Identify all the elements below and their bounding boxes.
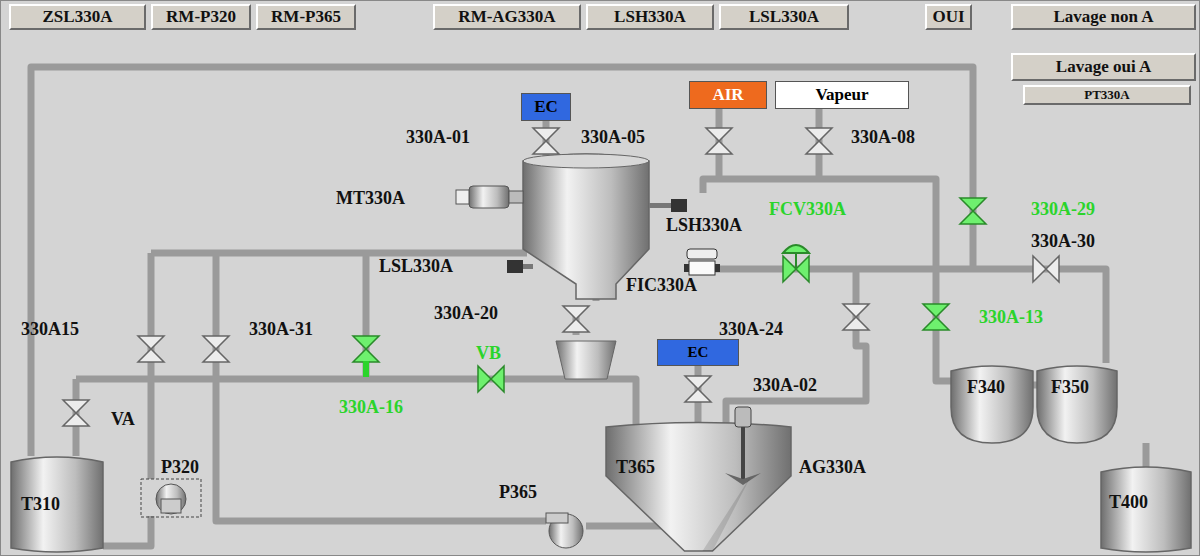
node-label: T310 <box>21 494 60 515</box>
utility-tag: AIR <box>689 81 767 109</box>
storage-tank: T310 <box>11 454 103 554</box>
filter-vessel: F350 <box>1037 363 1117 443</box>
pipe <box>31 67 1106 547</box>
status-button: ZSL330A <box>9 4 146 30</box>
tag-label: 330A-13 <box>979 307 1043 328</box>
storage-tank: T400 <box>1101 464 1191 554</box>
valve-symbol <box>1033 256 1059 282</box>
tag-label: VB <box>476 343 501 364</box>
valve-symbol <box>685 376 711 402</box>
tag-label: 330A-01 <box>406 127 470 148</box>
valve-stem <box>363 361 369 377</box>
tag-label: FIC330A <box>626 275 697 296</box>
tank-outline <box>951 363 1033 443</box>
node-label: RM-P365 <box>271 7 341 27</box>
tank-shade <box>703 427 752 551</box>
node-label: AIR <box>712 85 743 105</box>
node-label: EC <box>688 344 709 361</box>
valve-symbol <box>563 306 589 332</box>
tank-body <box>1037 366 1117 443</box>
tag-label: 330A-24 <box>719 319 783 340</box>
tank-body <box>606 423 791 552</box>
valve-symbol <box>706 128 732 154</box>
filter-vessel: F340 <box>951 363 1033 443</box>
agitator-shaft <box>741 419 745 481</box>
tag-label: P320 <box>161 457 199 478</box>
node-label: Lavage oui A <box>1056 57 1151 77</box>
flow-transmitter-symbol <box>684 249 720 275</box>
tag-label: LSH330A <box>666 215 742 236</box>
tank-body <box>1101 467 1191 552</box>
tag-label: 330A-16 <box>339 397 403 418</box>
status-button: RM-AG330A <box>433 4 581 30</box>
node-label: LSL330A <box>749 7 819 27</box>
node-label: Vapeur <box>815 85 868 105</box>
node-label: PT330A <box>1084 87 1130 103</box>
agitator-blade <box>725 473 761 485</box>
status-button: OUI <box>925 4 972 30</box>
tank-outline <box>606 421 791 551</box>
node-label: Lavage non A <box>1053 7 1153 27</box>
node-label: F340 <box>967 377 1005 398</box>
valve-symbol <box>923 304 949 330</box>
tag-label: 330A-05 <box>581 127 645 148</box>
status-button: LSL330A <box>719 4 849 30</box>
tank-outline <box>1037 363 1117 443</box>
tag-label: 330A-20 <box>434 303 498 324</box>
tag-label: 330A-30 <box>1031 231 1095 252</box>
node-label: T400 <box>1109 492 1148 513</box>
pump-symbol <box>141 479 583 548</box>
tank-body <box>951 366 1033 443</box>
tag-label: 330A15 <box>21 319 79 340</box>
agitator-motor <box>735 407 751 427</box>
node-label: F350 <box>1051 377 1089 398</box>
tag-label: 330A-29 <box>1031 199 1095 220</box>
node-label: EC <box>534 97 558 117</box>
valve-symbol <box>353 336 379 362</box>
wash-button: Lavage non A <box>1011 4 1196 30</box>
tag-label: LSL330A <box>379 256 453 277</box>
pipe-connector <box>1143 443 1150 468</box>
pressure-button: PT330A <box>1023 85 1191 105</box>
tag-label: MT330A <box>336 188 405 209</box>
utility-tag: Vapeur <box>775 81 909 109</box>
motor-symbol <box>456 186 523 208</box>
tag-label: FCV330A <box>769 199 846 220</box>
tag-label: VA <box>111 409 135 430</box>
node-label: ZSL330A <box>43 7 113 27</box>
tag-label: 330A-08 <box>851 127 915 148</box>
bucket <box>556 341 616 379</box>
vessel-lid <box>523 154 649 168</box>
status-button: RM-P320 <box>151 4 251 30</box>
valve-symbol <box>843 304 869 330</box>
node-label: LSH330A <box>614 7 686 27</box>
valve-symbol <box>533 128 559 154</box>
valve-symbol <box>478 366 504 392</box>
utility-tag: EC <box>521 93 571 121</box>
node-label: T365 <box>616 457 655 478</box>
tag-label: 330A-31 <box>249 319 313 340</box>
node-label: OUI <box>932 7 964 27</box>
node-label: RM-P320 <box>166 7 236 27</box>
valve-symbol <box>138 336 164 362</box>
tag-label: 330A-02 <box>753 375 817 396</box>
utility-tag: EC <box>657 339 739 366</box>
wash-button: Lavage oui A <box>1011 53 1196 81</box>
valve-symbol <box>203 336 229 362</box>
valve-symbol <box>806 128 832 154</box>
mixing-tank: T365 <box>606 421 791 551</box>
valve-actuator <box>783 245 809 269</box>
tag-label: AG330A <box>799 457 866 478</box>
status-button: RM-P365 <box>256 4 356 30</box>
status-button: LSH330A <box>586 4 714 30</box>
valve-symbol <box>960 198 986 224</box>
tank-body <box>11 457 103 552</box>
node-label: RM-AG330A <box>458 7 555 27</box>
level-switch-symbol <box>507 199 687 273</box>
tag-label: P365 <box>499 482 537 503</box>
valve-symbol <box>63 400 89 426</box>
